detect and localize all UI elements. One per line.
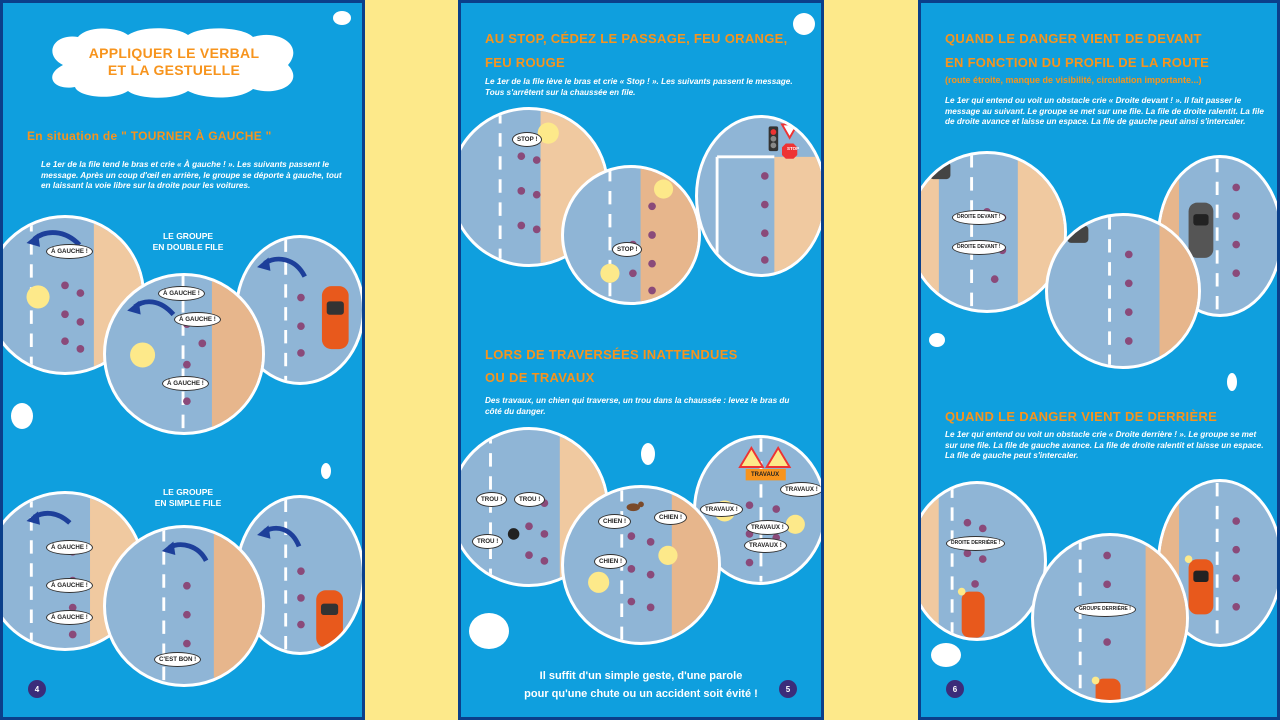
- roadworks-sign-icon: [738, 446, 765, 468]
- page-6: QUAND LE DANGER VIENT DE DEVANT EN FONCT…: [918, 0, 1280, 720]
- roadworks-sign-text: TRAVAUX: [751, 472, 780, 478]
- scene-single-file-2: C'EST BON !: [103, 525, 265, 687]
- bubble-droite-devant: DROITE DEVANT !: [952, 210, 1006, 225]
- bubble-a-gauche: À GAUCHE !: [162, 376, 209, 391]
- scene-danger-front-2: [1045, 213, 1201, 369]
- roadworks-sign-icon: [764, 446, 792, 468]
- paint-splash-icon: [793, 13, 815, 35]
- bubble-a-gauche: À GAUCHE !: [174, 312, 221, 327]
- heading-danger-front-line2: EN FONCTION DU PROFIL DE LA ROUTE: [945, 55, 1210, 70]
- heading-stop-line1: AU STOP, CÉDEZ LE PASSAGE, FEU ORANGE,: [485, 31, 788, 46]
- page-number: 6: [946, 680, 964, 698]
- group-single-line1: LE GROUPE: [162, 487, 214, 497]
- cloud-shape: [52, 28, 294, 98]
- bubble-droite-derriere: DROITE DERRIÈRE !: [946, 536, 1006, 551]
- paint-splash-icon: [641, 443, 655, 465]
- bubble-travaux: TRAVAUX !: [744, 538, 787, 553]
- page-number: 5: [779, 680, 797, 698]
- heading-danger-front-line1: QUAND LE DANGER VIENT DE DEVANT: [945, 31, 1202, 46]
- turn-left-paragraph: Le 1er de la file tend le bras et crie «…: [41, 160, 342, 190]
- scene-stop-3: STOP: [695, 115, 821, 277]
- group-double-label: LE GROUPE EN DOUBLE FILE: [143, 231, 233, 253]
- bubble-chien: CHIEN !: [594, 554, 628, 569]
- group-single-line2: EN SIMPLE FILE: [154, 498, 222, 508]
- stop-sign-text: STOP: [787, 146, 800, 151]
- page-5: AU STOP, CÉDEZ LE PASSAGE, FEU ORANGE, F…: [458, 0, 824, 720]
- paint-splash-icon: [321, 463, 331, 479]
- footer-line1: Il suffit d'un simple geste, d'une parol…: [539, 670, 743, 682]
- heading-danger-behind: QUAND LE DANGER VIENT DE DERRIÈRE: [945, 409, 1218, 424]
- scene-stop-2: STOP !: [561, 165, 701, 305]
- group-double-line1: LE GROUPE: [162, 231, 214, 241]
- crossing-paragraph: Des travaux, un chien qui traverse, un t…: [485, 396, 790, 416]
- scene-danger-front-1: DROITE DEVANT ! DROITE DEVANT !: [921, 151, 1067, 313]
- car-icon: [316, 590, 343, 648]
- dog-icon: [626, 501, 644, 512]
- title-cloud: APPLIQUER LE VERBAL ET LA GESTUELLE: [43, 25, 305, 101]
- paint-splash-icon: [333, 11, 351, 25]
- bubble-stop: STOP !: [612, 242, 643, 257]
- bubble-a-gauche: À GAUCHE !: [158, 286, 205, 301]
- bubble-chien: CHIEN !: [654, 510, 688, 525]
- car-icon: [321, 286, 349, 350]
- left-turn-arrow-icon: [133, 299, 176, 317]
- bubble-travaux: TRAVAUX !: [780, 482, 821, 497]
- stop-sign-icon: [782, 143, 798, 159]
- paint-splash-icon: [931, 643, 961, 667]
- car-icon: [961, 591, 985, 638]
- heading-crossing-line1: LORS DE TRAVERSÉES INATTENDUES: [485, 347, 738, 362]
- page-4: APPLIQUER LE VERBAL ET LA GESTUELLE En s…: [0, 0, 365, 720]
- bubble-trou: TROU !: [472, 534, 504, 549]
- scene-double-file-2: À GAUCHE ! À GAUCHE ! À GAUCHE !: [103, 273, 265, 435]
- bubble-a-gauche: À GAUCHE !: [46, 610, 93, 625]
- hole-icon: [507, 528, 520, 540]
- subheading-road-profile: (route étroite, manque de visibilité, ci…: [945, 75, 1202, 85]
- car-icon: [1095, 678, 1121, 700]
- footer-slogan: Il suffit d'un simple geste, d'une parol…: [461, 667, 821, 703]
- danger-behind-paragraph: Le 1er qui entend ou voit un obstacle cr…: [945, 430, 1264, 460]
- bubble-trou: TROU !: [476, 492, 508, 507]
- left-turn-arrow-icon: [168, 542, 209, 562]
- bubble-stop: STOP !: [512, 132, 543, 147]
- bubble-trou: TROU !: [514, 492, 546, 507]
- paint-splash-icon: [929, 333, 945, 347]
- scene-dog: CHIEN ! CHIEN ! CHIEN !: [561, 485, 721, 645]
- yield-sign-icon: [780, 123, 799, 140]
- bubble-cest-bon: C'EST BON !: [154, 652, 202, 667]
- page-number: 4: [28, 680, 46, 698]
- bubble-a-gauche: À GAUCHE !: [46, 578, 93, 593]
- bubble-chien: CHIEN !: [598, 514, 632, 529]
- page-title-line2: ET LA GESTUELLE: [107, 62, 241, 78]
- bubble-groupe-derriere: GROUPE DERRIÈRE !: [1074, 602, 1136, 617]
- heading-stop-line2: FEU ROUGE: [485, 55, 565, 70]
- page-title-line1: APPLIQUER LE VERBAL: [88, 45, 260, 61]
- group-single-label: LE GROUPE EN SIMPLE FILE: [143, 487, 233, 509]
- bubble-travaux: TRAVAUX !: [746, 520, 789, 535]
- paint-splash-icon: [11, 403, 33, 429]
- group-double-line2: EN DOUBLE FILE: [152, 242, 224, 252]
- stop-paragraph: Le 1er de la file lève le bras et crie «…: [485, 77, 793, 97]
- footer-line2: pour qu'une chute ou un accident soit év…: [524, 688, 758, 700]
- left-turn-arrow-icon: [32, 510, 72, 525]
- paint-splash-icon: [469, 613, 509, 649]
- car-icon: [1188, 559, 1214, 615]
- scene-danger-behind-2: GROUPE DERRIÈRE !: [1031, 533, 1189, 703]
- scene-danger-behind-1: DROITE DERRIÈRE !: [921, 481, 1047, 641]
- bubble-a-gauche: À GAUCHE !: [46, 244, 93, 259]
- paint-splash-icon: [1227, 373, 1237, 391]
- bubble-a-gauche: À GAUCHE !: [46, 540, 93, 555]
- heading-crossing-line2: OU DE TRAVAUX: [485, 370, 595, 385]
- bubble-droite-devant: DROITE DEVANT !: [952, 240, 1006, 255]
- danger-front-paragraph: Le 1er qui entend ou voit un obstacle cr…: [945, 96, 1264, 126]
- section-heading-turn-left: En situation de " TOURNER À GAUCHE ": [27, 129, 272, 143]
